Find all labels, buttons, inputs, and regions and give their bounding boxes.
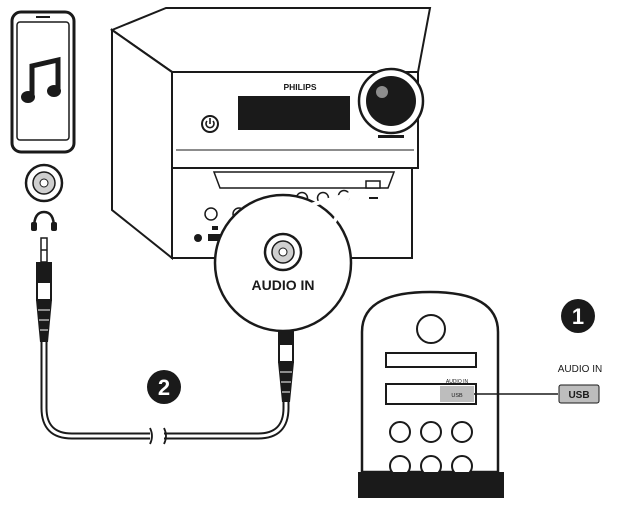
audio-in-port xyxy=(263,232,303,272)
remote-control: AUDIO IN USB xyxy=(358,290,558,498)
phone-headphone-jack xyxy=(24,163,64,203)
left-plug xyxy=(36,237,52,342)
remote-source-button: AUDIO IN USB xyxy=(385,379,477,405)
step-1-number: 1 xyxy=(572,304,584,329)
usb-tag xyxy=(558,384,600,404)
headphone-icon xyxy=(31,210,57,231)
step-2-marker: 2 xyxy=(147,370,181,404)
display-panel xyxy=(238,96,350,130)
usb-port xyxy=(365,180,381,189)
audio-in-label: AUDIO IN xyxy=(252,277,315,293)
music-note-icon xyxy=(21,56,61,103)
remote-power-button xyxy=(416,314,446,344)
step-1-marker: 1 xyxy=(561,299,595,333)
side-label-bottom: USB xyxy=(568,390,589,401)
remote-button-label-bottom: USB xyxy=(451,393,463,399)
brand-label: PHILIPS xyxy=(283,82,316,92)
audio-in-usb-side-label: AUDIO IN USB xyxy=(558,364,602,404)
power-icon xyxy=(205,118,215,129)
remote-top-bar xyxy=(385,352,477,368)
audio-in-zoom-callout: AUDIO IN xyxy=(213,190,355,333)
step-2-number: 2 xyxy=(158,375,170,400)
side-label-top: AUDIO IN xyxy=(558,364,602,375)
smartphone xyxy=(10,10,76,154)
volume-knob xyxy=(357,67,425,138)
remote-cut-bar xyxy=(358,472,504,498)
power-button xyxy=(201,115,219,133)
cd-slot xyxy=(212,171,396,189)
remote-button-label-top: AUDIO IN xyxy=(446,379,469,385)
